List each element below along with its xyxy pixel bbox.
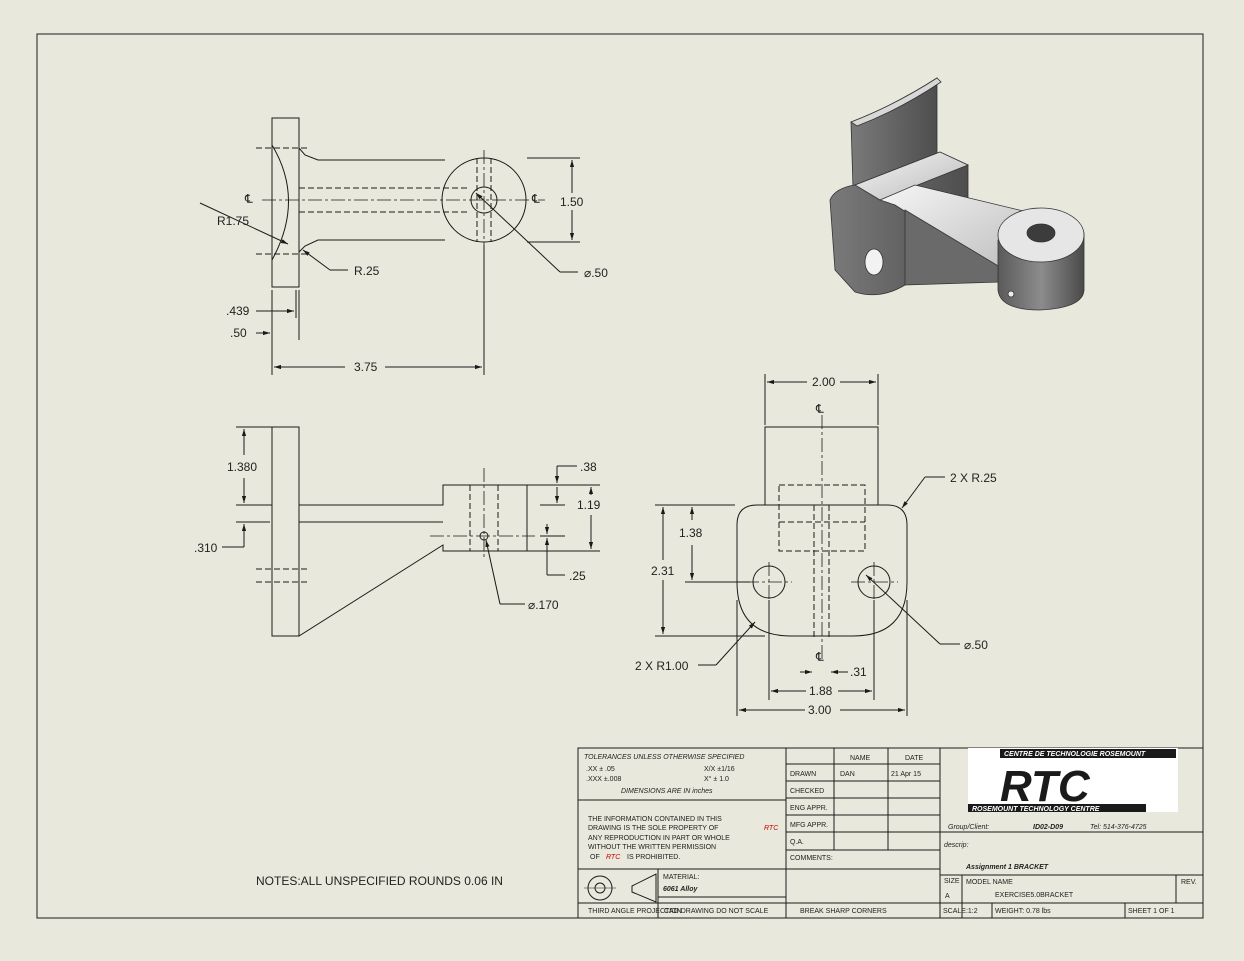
svg-text:Group/Client:: Group/Client: xyxy=(948,824,989,831)
svg-text:OF: OF xyxy=(590,854,600,861)
dim-31: .31 xyxy=(850,665,867,679)
svg-text:DATE: DATE xyxy=(905,755,923,762)
svg-text:ROSEMOUNT TECHNOLOGY CENTRE: ROSEMOUNT TECHNOLOGY CENTRE xyxy=(972,806,1100,813)
svg-text:NAME: NAME xyxy=(850,755,871,762)
svg-text:SIZE: SIZE xyxy=(944,878,960,885)
svg-text:.XXX ±.008: .XXX ±.008 xyxy=(586,776,621,783)
svg-text:RTC: RTC xyxy=(764,825,779,832)
svg-text:TOLERANCES UNLESS OTHERWISE SP: TOLERANCES UNLESS OTHERWISE SPECIFIED xyxy=(584,754,744,761)
dim-138: 1.38 xyxy=(679,526,703,540)
svg-text:THIRD ANGLE PROJECTION: THIRD ANGLE PROJECTION xyxy=(588,908,682,915)
centerline-symbol: ℄ xyxy=(815,402,824,416)
dim-200: 2.00 xyxy=(812,375,836,389)
side-view-boss xyxy=(764,426,879,506)
title-block-text: TOLERANCES UNLESS OTHERWISE SPECIFIED .X… xyxy=(584,754,1197,915)
dim-375: 3.75 xyxy=(354,360,378,374)
centerline-symbol: ℄ xyxy=(531,192,540,206)
top-view xyxy=(199,117,580,375)
svg-text:DIMENSIONS ARE IN inches: DIMENSIONS ARE IN inches xyxy=(621,788,713,795)
dim-r25: R.25 xyxy=(354,264,380,278)
svg-text:CENTRE DE TECHNOLOGIE ROSEMOUN: CENTRE DE TECHNOLOGIE ROSEMOUNT xyxy=(1004,751,1146,758)
general-notes: NOTES:ALL UNSPECIFIED ROUNDS 0.06 IN xyxy=(256,874,503,888)
svg-text:X/X ±1/16: X/X ±1/16 xyxy=(704,766,735,773)
top-view-dimensions: R1.75 R.25 .439 .50 3.75 1.50 ⌀.50 ℄ ℄ xyxy=(217,192,608,374)
svg-text:RTC: RTC xyxy=(606,854,621,861)
svg-text:IS PROHIBITED.: IS PROHIBITED. xyxy=(627,854,680,861)
svg-text:SHEET 1 OF 1: SHEET 1 OF 1 xyxy=(1128,908,1175,915)
svg-text:DAN: DAN xyxy=(840,771,855,778)
dim-310: .310 xyxy=(194,541,218,555)
rtc-logo: CENTRE DE TECHNOLOGIE ROSEMOUNT RTC ROSE… xyxy=(968,748,1178,813)
dim-119: 1.19 xyxy=(577,498,601,512)
svg-text:DRAWN: DRAWN xyxy=(790,771,816,778)
isometric-view xyxy=(829,77,1085,311)
dim-hole-50: ⌀.50 xyxy=(964,638,988,652)
svg-text:EXERCISE5.0BRACKET: EXERCISE5.0BRACKET xyxy=(995,892,1074,899)
dim-25: .25 xyxy=(569,569,586,583)
dim-38: .38 xyxy=(580,460,597,474)
svg-text:COMMENTS:: COMMENTS: xyxy=(790,855,833,862)
svg-text:Q.A.: Q.A. xyxy=(790,839,804,846)
dim-231: 2.31 xyxy=(651,564,675,578)
svg-text:MFG APPR.: MFG APPR. xyxy=(790,822,828,829)
svg-text:REV.: REV. xyxy=(1181,879,1197,886)
svg-text:THE INFORMATION CONTAINED IN T: THE INFORMATION CONTAINED IN THIS xyxy=(588,816,722,823)
title-block xyxy=(577,747,1204,919)
top-view-flange xyxy=(271,117,300,288)
dim-2xr25: 2 X R.25 xyxy=(950,471,997,485)
centerline-symbol: ℄ xyxy=(815,650,824,664)
svg-text:MODEL NAME: MODEL NAME xyxy=(966,879,1013,886)
svg-text:Assignment 1 BRACKET: Assignment 1 BRACKET xyxy=(965,864,1049,871)
svg-text:Tel: 514-376-4725: Tel: 514-376-4725 xyxy=(1090,824,1147,831)
svg-text:WEIGHT: 0.78 lbs: WEIGHT: 0.78 lbs xyxy=(995,908,1051,915)
svg-text:21 Apr 15: 21 Apr 15 xyxy=(891,771,921,778)
dim-1380: 1.380 xyxy=(227,460,257,474)
dim-300: 3.00 xyxy=(808,703,832,717)
dim-439: .439 xyxy=(226,304,250,318)
svg-text:.XX ± .05: .XX ± .05 xyxy=(586,766,615,773)
svg-text:A: A xyxy=(945,893,950,900)
dim-r175: R1.75 xyxy=(217,214,249,228)
dim-hole-50: ⌀.50 xyxy=(584,266,608,280)
svg-text:X° ± 1.0: X° ± 1.0 xyxy=(704,775,729,783)
svg-text:ENG APPR.: ENG APPR. xyxy=(790,805,828,812)
front-view xyxy=(222,426,600,637)
side-view-dimensions: 2.00 ℄ 2 X R.25 1.38 2.31 ⌀.50 2 X R1.00… xyxy=(635,375,997,717)
front-view-arm xyxy=(298,484,528,637)
svg-text:ID02-D09: ID02-D09 xyxy=(1033,824,1063,831)
svg-text:ANY REPRODUCTION IN PART OR WH: ANY REPRODUCTION IN PART OR WHOLE xyxy=(588,835,730,842)
dim-2xr100: 2 X R1.00 xyxy=(635,659,689,673)
svg-text:descrip:: descrip: xyxy=(944,842,969,849)
svg-text:MATERIAL:: MATERIAL: xyxy=(663,874,699,881)
side-view xyxy=(655,374,960,716)
svg-text:6061 Alloy: 6061 Alloy xyxy=(663,886,698,893)
svg-text:RTC: RTC xyxy=(1000,762,1091,811)
front-view-flange xyxy=(271,426,300,637)
side-view-flange xyxy=(736,504,908,637)
front-view-dimensions: 1.380 .310 .38 1.19 .25 ⌀.170 xyxy=(194,460,601,612)
svg-text:SCALE:1:2: SCALE:1:2 xyxy=(943,908,978,915)
dim-150: 1.50 xyxy=(560,195,584,209)
svg-text:CAD DRAWING DO NOT SCALE: CAD DRAWING DO NOT SCALE xyxy=(664,908,769,915)
centerline-symbol: ℄ xyxy=(244,192,253,206)
svg-text:CHECKED: CHECKED xyxy=(790,788,824,795)
svg-text:BREAK SHARP CORNERS: BREAK SHARP CORNERS xyxy=(800,908,887,915)
dim-188: 1.88 xyxy=(809,684,833,698)
dim-50: .50 xyxy=(230,326,247,340)
svg-text:WITHOUT THE WRITTEN PERMISSION: WITHOUT THE WRITTEN PERMISSION xyxy=(588,844,716,851)
dim-hole-170: ⌀.170 xyxy=(528,598,559,612)
svg-text:DRAWING IS THE SOLE PROPERTY O: DRAWING IS THE SOLE PROPERTY OF xyxy=(588,825,718,832)
